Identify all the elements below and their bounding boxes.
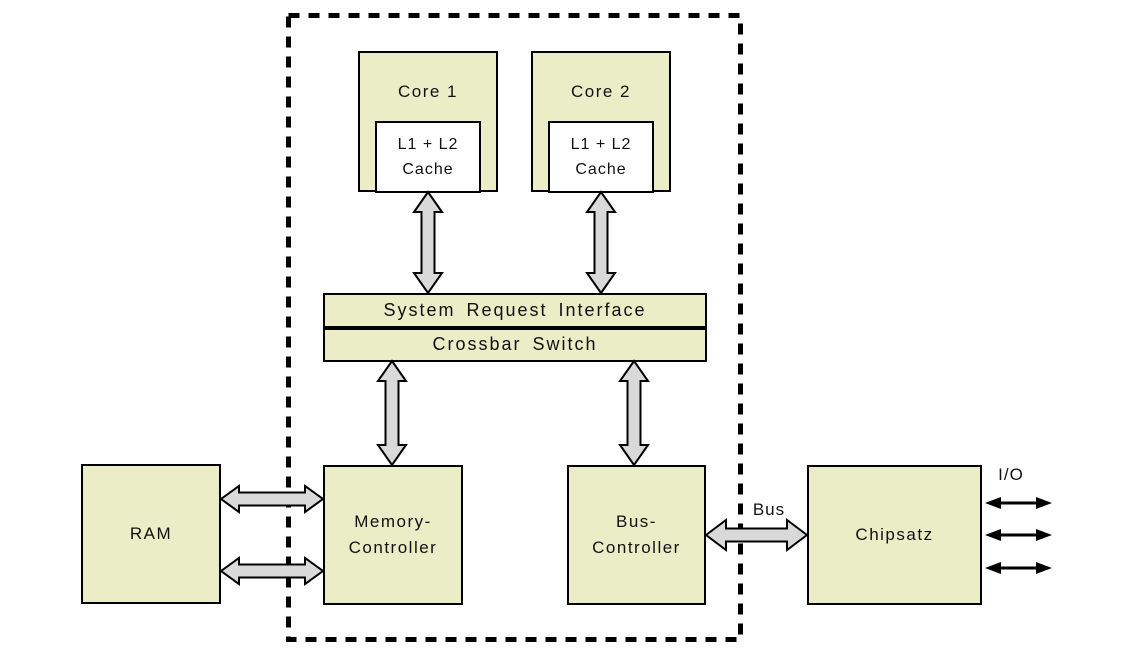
system-request-interface-bar: System Request Interface: [323, 293, 707, 328]
bus-connector-label: Bus: [752, 500, 786, 519]
ram-label: RAM: [129, 524, 173, 543]
memory-controller-line2: Controller: [348, 538, 438, 557]
cache2-box: L1 + L2 Cache: [548, 120, 654, 193]
memory-controller-line1: Memory-: [354, 512, 432, 531]
cache1-sri-arrow: [412, 190, 444, 295]
chipset-box: Chipsatz: [807, 465, 982, 605]
io-connector-label: I/O: [998, 465, 1024, 484]
cache2-line2: Cache: [575, 160, 627, 178]
io-arrow-1: [985, 497, 1052, 509]
io-arrow-2: [985, 529, 1052, 541]
ram-memory-controller-arrow-lower: [219, 556, 325, 586]
cache1-line2: Cache: [402, 160, 454, 178]
cache1-box: L1 + L2 Cache: [375, 120, 481, 193]
cache2-line1: L1 + L2: [570, 135, 632, 153]
chipset-label: Chipsatz: [855, 525, 934, 544]
bus-controller-line1: Bus-: [616, 512, 657, 531]
core2-label: Core 2: [570, 82, 632, 101]
ram-memory-controller-arrow-upper: [219, 484, 325, 514]
crossbar-bus-controller-arrow: [618, 359, 650, 467]
core1-box: Core 1 L1 + L2 Cache: [358, 51, 498, 193]
ram-box: RAM: [81, 464, 221, 604]
bus-controller-box: Bus- Controller: [567, 465, 706, 605]
crossbar-memory-controller-arrow: [376, 359, 408, 467]
crossbar-switch-label: Crossbar Switch: [432, 334, 598, 355]
core2-box: Core 2 L1 + L2 Cache: [531, 51, 671, 193]
crossbar-switch-bar: Crossbar Switch: [323, 327, 707, 362]
cache2-sri-arrow: [585, 190, 617, 295]
system-request-interface-label: System Request Interface: [383, 299, 647, 320]
io-arrow-3: [985, 562, 1052, 574]
memory-controller-box: Memory- Controller: [323, 465, 463, 605]
core1-label: Core 1: [397, 82, 459, 101]
cache1-line1: L1 + L2: [397, 135, 459, 153]
bus-controller-line2: Controller: [592, 538, 681, 557]
bus-controller-chipset-bus-arrow: [704, 518, 809, 552]
